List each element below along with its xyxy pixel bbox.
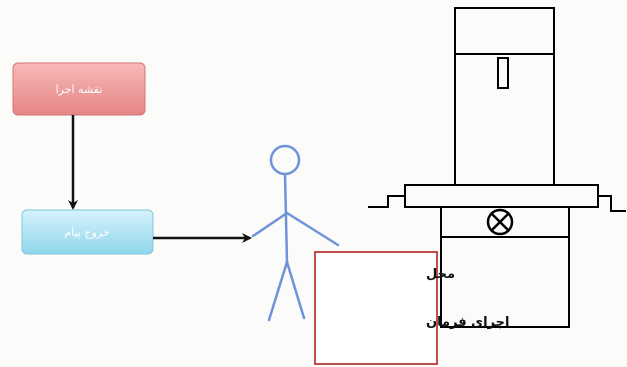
left-handle [368, 195, 405, 208]
output-box: خروج پیام [21, 209, 154, 255]
person-right-leg [285, 260, 306, 320]
person-right-arm [285, 211, 340, 247]
execution-area-line1: محل [426, 267, 455, 282]
machine-column [454, 53, 555, 186]
person-body [283, 172, 289, 264]
operator-person-icon [251, 144, 340, 322]
machine-drawing [368, 7, 626, 328]
machine-slot [497, 57, 509, 89]
person-head [269, 144, 301, 176]
machine-top-head [454, 7, 555, 55]
plan-box: نقشه اجرا [12, 62, 146, 116]
person-left-leg [267, 260, 289, 322]
machine-base [440, 236, 570, 328]
person-left-arm [251, 211, 289, 238]
execution-area-line2: اجرای فرمان [426, 315, 509, 330]
execution-area-box: محل اجرای فرمان [314, 251, 509, 365]
right-handle [598, 195, 626, 212]
machine-table [404, 184, 599, 208]
plan-box-label: نقشه اجرا [56, 83, 103, 96]
output-box-label: خروج پیام [64, 226, 109, 239]
cross-circle-icon [486, 208, 514, 236]
